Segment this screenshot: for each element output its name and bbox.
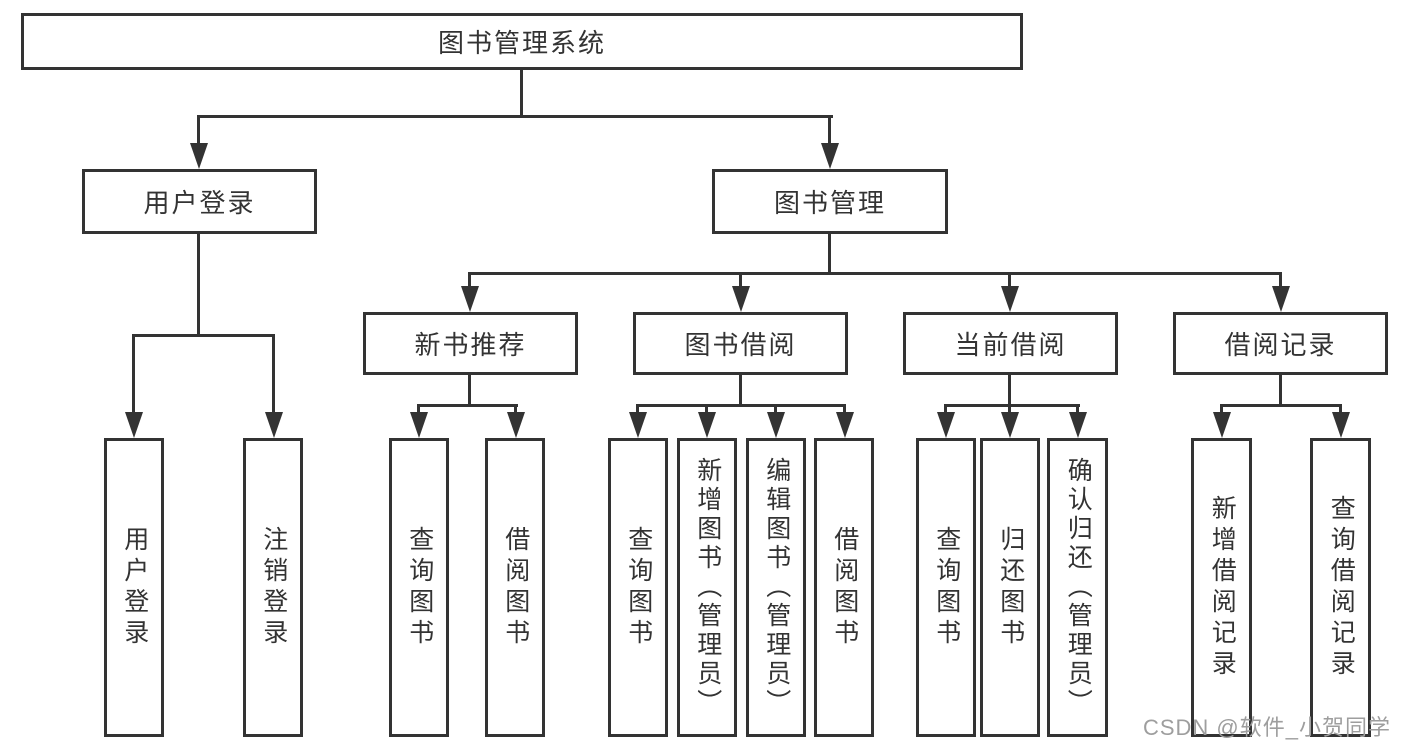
arrow-down-icon <box>836 412 854 438</box>
arrow-down-icon <box>1213 412 1231 438</box>
arrow-down-icon <box>1332 412 1350 438</box>
connector-drop <box>197 115 200 150</box>
connector-drop <box>774 404 777 418</box>
connector-drop <box>705 404 708 418</box>
csdn-watermark: CSDN @软件_小贺同学 <box>1142 715 1391 740</box>
connector-drop <box>636 404 639 418</box>
connector-drop <box>514 404 517 418</box>
connector-stem <box>1008 375 1011 407</box>
arrow-down-icon <box>1272 286 1290 312</box>
arrow-down-icon <box>125 412 143 438</box>
leaf-borrow-books-recommend: 借阅图书 <box>485 438 545 737</box>
arrow-down-icon <box>767 412 785 438</box>
connector-rail <box>636 404 846 407</box>
node-library-management-system: 图书管理系统 <box>21 13 1023 70</box>
connector-rail <box>132 334 275 337</box>
leaf-borrow-books: 借阅图书 <box>814 438 874 737</box>
connector-drop <box>1339 404 1342 418</box>
node-book-borrowing: 图书借阅 <box>633 312 848 375</box>
arrow-down-icon <box>507 412 525 438</box>
connector-drop <box>1008 272 1011 292</box>
connector-stem <box>468 375 471 407</box>
connector-rail <box>1220 404 1342 407</box>
leaf-add-borrow-record: 新增借阅记录 <box>1191 438 1252 737</box>
node-book-management: 图书管理 <box>712 169 948 234</box>
connector-drop <box>739 272 742 292</box>
leaf-confirm-return-admin: 确认归还（管理员） <box>1047 438 1108 737</box>
connector-stem <box>197 234 200 337</box>
leaf-query-borrow-record: 查询借阅记录 <box>1310 438 1371 737</box>
connector-drop <box>843 404 846 418</box>
arrow-down-icon <box>821 143 839 169</box>
node-user-login: 用户登录 <box>82 169 317 234</box>
connector-drop <box>272 334 275 416</box>
connector-root-stem <box>520 69 523 118</box>
connector-drop <box>1279 272 1282 292</box>
leaf-logout: 注销登录 <box>243 438 303 737</box>
connector-stem <box>1279 375 1282 407</box>
leaf-edit-books-admin: 编辑图书（管理员） <box>746 438 806 737</box>
connector-drop <box>417 404 420 418</box>
connector-drop <box>1076 404 1079 418</box>
arrow-down-icon <box>629 412 647 438</box>
connector-drop <box>1220 404 1223 418</box>
arrow-down-icon <box>265 412 283 438</box>
connector-drop <box>468 272 471 292</box>
arrow-down-icon <box>732 286 750 312</box>
arrow-down-icon <box>1069 412 1087 438</box>
connector-level3-rail <box>468 272 1282 275</box>
leaf-add-books-admin: 新增图书（管理员） <box>677 438 737 737</box>
connector-level2-rail <box>197 115 833 118</box>
connector-drop <box>828 115 831 150</box>
leaf-user-login: 用户登录 <box>104 438 164 737</box>
connector-drop <box>944 404 947 418</box>
arrow-down-icon <box>937 412 955 438</box>
arrow-down-icon <box>190 143 208 169</box>
connector-rail <box>944 404 1080 407</box>
node-current-borrowing: 当前借阅 <box>903 312 1118 375</box>
connector-rail <box>417 404 518 407</box>
connector-drop <box>132 334 135 416</box>
arrow-down-icon <box>1001 412 1019 438</box>
connector-drop <box>1008 404 1011 418</box>
leaf-return-books: 归还图书 <box>980 438 1040 737</box>
connector-stem <box>739 375 742 407</box>
node-borrowing-records: 借阅记录 <box>1173 312 1388 375</box>
arrow-down-icon <box>461 286 479 312</box>
arrow-down-icon <box>410 412 428 438</box>
leaf-query-books-current: 查询图书 <box>916 438 976 737</box>
node-new-book-recommendation: 新书推荐 <box>363 312 578 375</box>
leaf-query-books-recommend: 查询图书 <box>389 438 449 737</box>
leaf-query-books-borrow: 查询图书 <box>608 438 668 737</box>
arrow-down-icon <box>698 412 716 438</box>
connector-stem <box>828 234 831 275</box>
arrow-down-icon <box>1001 286 1019 312</box>
